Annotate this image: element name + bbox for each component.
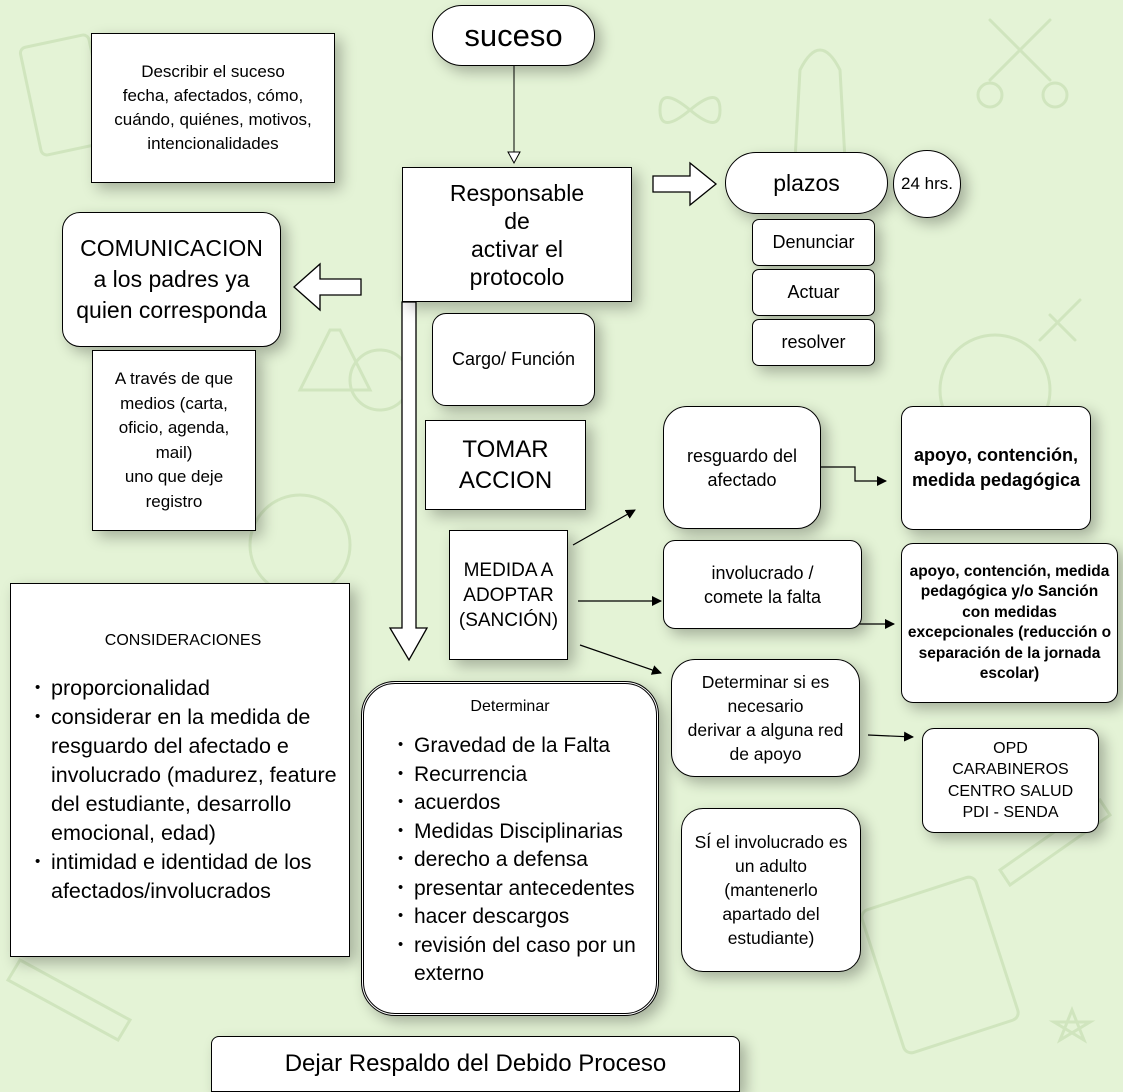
resguardo-node: resguardo del afectado bbox=[663, 406, 821, 529]
list-item: Medidas Disciplinarias bbox=[392, 818, 648, 847]
bubble-doodle-icon bbox=[348, 348, 412, 412]
scissors-doodle-icon bbox=[988, 18, 1052, 82]
tomar-accion-node: TOMAR ACCION bbox=[425, 420, 586, 510]
hrs-node: 24 hrs. bbox=[893, 150, 961, 218]
redes-apoyo-node: OPD CARABINEROS CENTRO SALUD PDI - SENDA bbox=[922, 728, 1099, 833]
suceso-label: suceso bbox=[464, 17, 563, 53]
resolver-node: resolver bbox=[752, 319, 875, 366]
determinar-node: Determinar Gravedad de la Falta Recurren… bbox=[361, 681, 659, 1016]
actuar-node: Actuar bbox=[752, 269, 875, 316]
ruler-doodle-icon bbox=[5, 957, 133, 1043]
list-item: derecho a defensa bbox=[392, 846, 648, 875]
plazos-node: plazos bbox=[725, 152, 888, 214]
pin-doodle-icon bbox=[1038, 298, 1082, 342]
consideraciones-title: CONSIDERACIONES bbox=[104, 632, 262, 649]
denunciar-node: Denunciar bbox=[752, 219, 875, 266]
suceso-node: suceso bbox=[432, 5, 595, 66]
list-item: Recurrencia bbox=[392, 761, 648, 790]
apoyo-sancion-node: apoyo, contención, medida pedagógica y/o… bbox=[901, 543, 1118, 703]
adulto-node: SÍ el involucrado es un adulto (mantener… bbox=[681, 808, 861, 972]
medios-node: A través de que medios (carta, oficio, a… bbox=[92, 350, 256, 531]
list-item: presentar antecedentes bbox=[392, 875, 648, 904]
book-doodle-icon bbox=[860, 875, 1020, 1055]
consideraciones-node: CONSIDERACIONES proporcionalidad conside… bbox=[10, 583, 350, 957]
apoyo-node: apoyo, contención, medida pedagógica bbox=[901, 406, 1091, 530]
determinar-title: Determinar bbox=[470, 698, 550, 715]
list-item: proporcionalidad bbox=[29, 674, 337, 703]
list-item: acuerdos bbox=[392, 789, 648, 818]
comunicacion-node: COMUNICACION a los padres ya quien corre… bbox=[62, 212, 281, 347]
clock-doodle-icon bbox=[248, 493, 352, 597]
describir-node: Describir el suceso fecha, afectados, có… bbox=[91, 33, 335, 183]
list-item: considerar en la medida de resguardo del… bbox=[29, 703, 337, 848]
responsable-node: Responsable de activar el protocolo bbox=[402, 167, 632, 302]
list-item: Gravedad de la Falta bbox=[392, 732, 648, 761]
involucrado-node: involucrado / comete la falta bbox=[663, 540, 862, 629]
list-item: hacer descargos bbox=[392, 903, 648, 932]
determinar-list: Gravedad de la Falta Recurrencia acuerdo… bbox=[392, 732, 648, 989]
list-item: intimidad e identidad de los afectados/i… bbox=[29, 848, 337, 906]
respaldo-node: Dejar Respaldo del Debido Proceso bbox=[211, 1036, 740, 1092]
derivar-node: Determinar si es necesario derivar a alg… bbox=[671, 659, 860, 777]
medida-node: MEDIDA A ADOPTAR (SANCIÓN) bbox=[449, 530, 568, 660]
star-doodle-icon bbox=[1048, 1005, 1096, 1044]
consideraciones-list: proporcionalidad considerar en la medida… bbox=[29, 674, 337, 906]
bow-doodle-icon bbox=[658, 96, 722, 124]
cargo-node: Cargo/ Función bbox=[432, 313, 595, 406]
flask-doodle-icon bbox=[297, 328, 373, 392]
list-item: revisión del caso por un externo bbox=[392, 932, 648, 989]
